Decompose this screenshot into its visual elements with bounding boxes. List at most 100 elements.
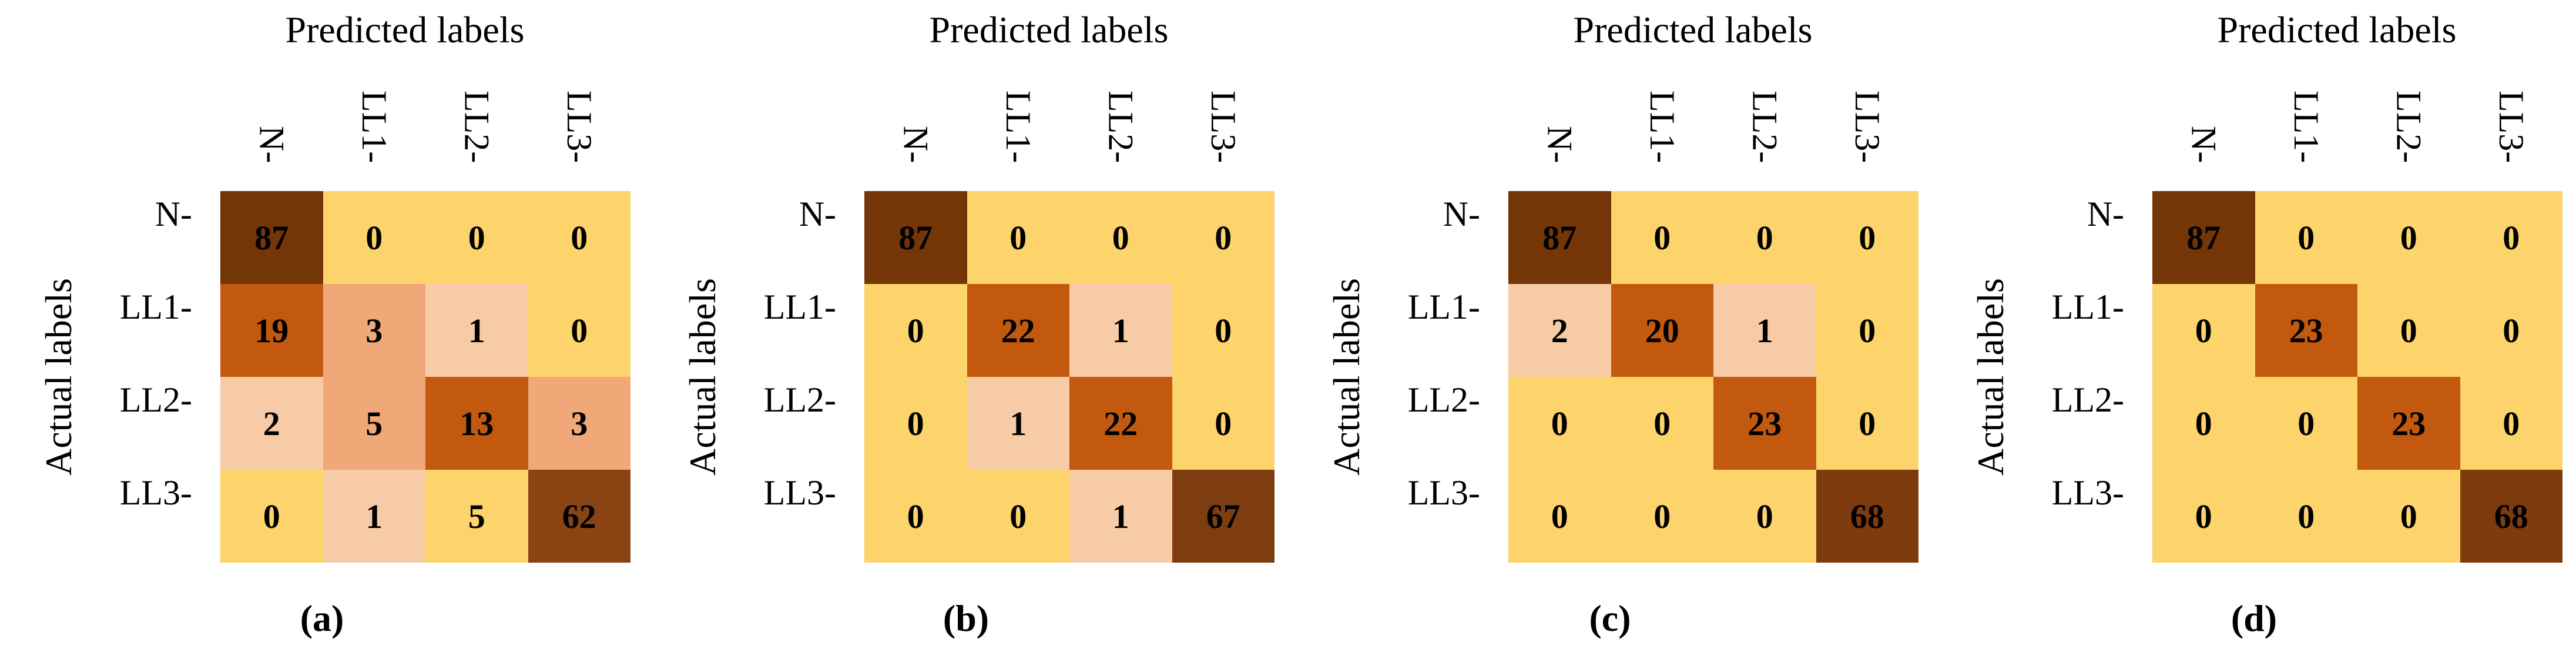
matrix-cell: 0 [864, 470, 967, 563]
cell-value: 19 [254, 311, 289, 350]
cell-value: 0 [2297, 218, 2315, 257]
confusion-matrix-panel-a: Predicted labels N- LL1- LL2- LL3- N- LL1- LL… [0, 0, 644, 662]
y-tick-label: LL3- [1407, 473, 1480, 512]
matrix-cell: 1 [1713, 284, 1816, 377]
matrix-cell: 0 [1713, 191, 1816, 284]
x-tick-labels: N- LL1- LL2- LL3- [1508, 0, 1918, 163]
cell-value: 1 [1756, 311, 1773, 350]
matrix-cell: 0 [2255, 377, 2357, 470]
x-tick-label: LL1- [1643, 90, 1682, 163]
y-tick-label: N- [799, 195, 836, 233]
x-tick-label: N- [1540, 125, 1579, 163]
y-tick-label: LL1- [119, 287, 192, 326]
cell-value: 13 [459, 404, 494, 443]
x-axis-title: Predicted labels [1573, 9, 1813, 51]
matrix-cell: 1 [1069, 470, 1172, 563]
matrix-cell: 0 [1611, 191, 1713, 284]
panel-caption: (b) [942, 597, 990, 639]
matrix-cell: 0 [1611, 470, 1713, 563]
cell-value: 2 [1551, 311, 1568, 350]
cell-value: 0 [2503, 311, 2520, 350]
matrix-cell: 87 [864, 191, 967, 284]
cell-value: 0 [263, 497, 280, 536]
cell-value: 0 [2503, 218, 2520, 257]
y-tick-label: LL2- [2051, 380, 2124, 419]
cell-value: 0 [1009, 497, 1027, 536]
cell-value: 1 [468, 311, 485, 350]
panel-caption: (a) [300, 597, 344, 639]
matrix-cell: 87 [2152, 191, 2255, 284]
cell-value: 0 [1551, 497, 1568, 536]
matrix-cell: 0 [2255, 191, 2357, 284]
cell-value: 23 [2391, 404, 2426, 443]
cell-value: 0 [1112, 218, 1129, 257]
matrix-cell: 87 [220, 191, 323, 284]
matrix-cell: 0 [1611, 377, 1713, 470]
x-tick-label: LL3- [1848, 90, 1887, 163]
matrix-cell: 3 [323, 284, 425, 377]
cell-value: 20 [1645, 311, 1679, 350]
matrix-cell: 0 [528, 191, 630, 284]
matrix-cell: 0 [1816, 191, 1918, 284]
matrix-cell: 0 [864, 377, 967, 470]
y-tick-labels: N- LL1- LL2- LL3- [0, 0, 644, 662]
matrix-cell: 68 [2460, 470, 2562, 563]
cell-value: 0 [1215, 404, 1232, 443]
y-tick-labels: N- LL1- LL2- LL3- [1288, 0, 1932, 662]
cell-value: 87 [254, 218, 289, 257]
cell-value: 67 [1206, 497, 1240, 536]
x-tick-label: LL2- [1745, 90, 1785, 163]
cell-value: 0 [907, 497, 924, 536]
y-axis-title: Actual labels [38, 278, 79, 476]
matrix-cell: 0 [323, 191, 425, 284]
confusion-matrix-panel-c: Predicted labels N- LL1- LL2- LL3- N- LL1- LL… [1288, 0, 1932, 662]
matrix-cell: 22 [967, 284, 1069, 377]
matrix-cell: 0 [1069, 191, 1172, 284]
cell-value: 0 [1009, 218, 1027, 257]
y-tick-label: LL3- [2051, 473, 2124, 512]
x-axis-title: Predicted labels [929, 9, 1169, 51]
cell-value: 0 [2195, 497, 2212, 536]
y-tick-label: LL3- [119, 473, 192, 512]
matrix-cell: 2 [220, 377, 323, 470]
y-tick-labels: N-LL1-LL2-LL3- [644, 0, 1288, 662]
matrix-cell: 0 [2152, 284, 2255, 377]
matrix-cell: 2 [1508, 284, 1611, 377]
matrix-cell: 0 [967, 191, 1069, 284]
cell-value: 87 [898, 218, 933, 257]
matrix-cell: 0 [2357, 284, 2460, 377]
matrix-cell: 0 [2255, 470, 2357, 563]
cell-value: 3 [365, 311, 383, 350]
x-tick-label: LL1- [2287, 90, 2326, 163]
matrix-cell: 5 [425, 470, 528, 563]
x-tick-labels: N-LL1-LL2-LL3- [864, 0, 1274, 163]
cell-value: 1 [1009, 404, 1027, 443]
matrix-cell: 0 [1172, 284, 1274, 377]
cell-value: 0 [1859, 218, 1876, 257]
matrix-cell: 0 [1816, 377, 1918, 470]
y-tick-label: N- [155, 195, 192, 233]
confusion-matrix-panel-d: Predicted labels N-LL1-LL2-LL3- N-LL1-LL… [1932, 0, 2576, 662]
panel-caption: (d) [2230, 597, 2278, 639]
x-axis-title: Predicted labels [285, 9, 525, 51]
y-tick-labels: N-LL1-LL2-LL3- [1932, 0, 2576, 662]
cell-value: 68 [2494, 497, 2528, 536]
cell-value: 0 [571, 218, 588, 257]
matrix-cell: 1 [967, 377, 1069, 470]
cell-value: 1 [1112, 497, 1129, 536]
matrix-cell: 0 [425, 191, 528, 284]
cell-value: 0 [907, 311, 924, 350]
y-tick-label: N- [1443, 195, 1480, 233]
x-tick-label: N- [252, 125, 291, 163]
matrix-cell: 0 [1508, 377, 1611, 470]
matrix-cell: 5 [323, 377, 425, 470]
cell-value: 62 [562, 497, 596, 536]
cell-value: 0 [2503, 404, 2520, 443]
cell-value: 5 [468, 497, 485, 536]
cell-value: 68 [1850, 497, 1884, 536]
y-tick-label: LL2- [119, 380, 192, 419]
matrix-cell: 0 [220, 470, 323, 563]
cell-value: 0 [365, 218, 383, 257]
cell-value: 0 [2195, 404, 2212, 443]
